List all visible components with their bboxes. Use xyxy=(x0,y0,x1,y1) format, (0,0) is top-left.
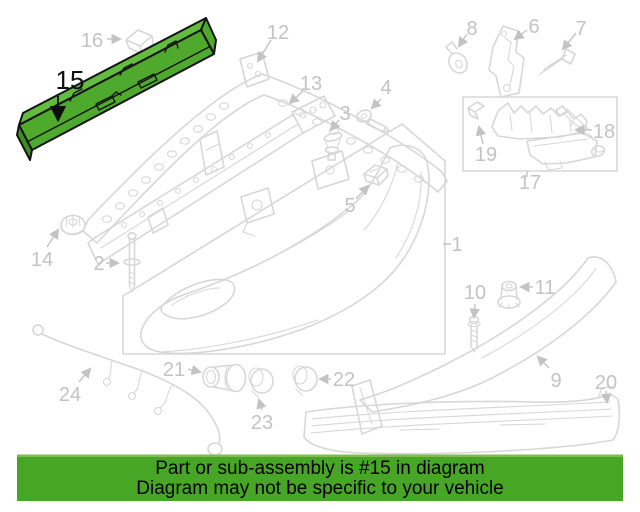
svg-text:23: 23 xyxy=(251,412,273,434)
diagram-line-art xyxy=(16,17,621,456)
part-17-art xyxy=(467,101,606,171)
svg-text:3: 3 xyxy=(339,103,350,125)
svg-text:17: 17 xyxy=(519,172,541,194)
svg-text:2: 2 xyxy=(93,253,104,275)
callout-13: 13 xyxy=(288,73,322,105)
part-6-art xyxy=(488,25,525,98)
banner-line2: Diagram may not be specific to your vehi… xyxy=(136,478,504,499)
svg-text:9: 9 xyxy=(550,370,561,392)
svg-text:24: 24 xyxy=(59,384,81,406)
part-4-art xyxy=(356,109,390,133)
part-7-art xyxy=(538,48,576,76)
banner-line1: Part or sub-assembly is #15 in diagram xyxy=(155,458,484,479)
svg-text:10: 10 xyxy=(464,282,486,304)
svg-text:11: 11 xyxy=(535,277,556,299)
callout-7: 7 xyxy=(561,18,587,51)
part-1-art xyxy=(140,144,430,355)
svg-text:19: 19 xyxy=(475,144,497,166)
svg-text:6: 6 xyxy=(528,16,539,38)
svg-text:13: 13 xyxy=(300,73,322,95)
part-17-box xyxy=(462,96,618,172)
part-3-art xyxy=(323,132,343,161)
part-23-art xyxy=(248,367,274,398)
svg-text:22: 22 xyxy=(333,369,355,391)
part-14-art xyxy=(60,214,86,236)
part-2-art xyxy=(123,232,141,293)
part-22-art xyxy=(292,365,318,396)
svg-text:8: 8 xyxy=(466,18,477,40)
part-8-art xyxy=(445,41,468,74)
svg-text:14: 14 xyxy=(31,249,53,271)
callout-23: 23 xyxy=(251,397,273,434)
callout-12: 12 xyxy=(256,22,289,63)
callout-15: 15 xyxy=(49,65,85,123)
callout-4: 4 xyxy=(370,77,392,110)
callout-2: 2 xyxy=(93,253,121,275)
callout-21: 21 xyxy=(163,359,203,381)
callout-3: 3 xyxy=(329,103,351,132)
callout-18: 18 xyxy=(573,121,615,143)
callout-19: 19 xyxy=(475,124,497,166)
callout-9: 9 xyxy=(536,355,562,392)
part-20-art xyxy=(303,385,621,455)
callout-11: 11 xyxy=(518,277,556,299)
part-5-art xyxy=(363,164,389,186)
part-12-art xyxy=(82,51,448,244)
callout-8: 8 xyxy=(457,18,478,48)
callout-5: 5 xyxy=(344,184,370,217)
callout-10: 10 xyxy=(464,282,486,320)
svg-text:5: 5 xyxy=(344,195,355,217)
callout-16: 16 xyxy=(81,30,123,52)
svg-text:12: 12 xyxy=(267,22,289,44)
callout-22: 22 xyxy=(317,369,355,391)
part-21-art xyxy=(202,363,247,393)
svg-text:1: 1 xyxy=(451,234,462,256)
callout-14: 14 xyxy=(31,228,60,271)
callout-24: 24 xyxy=(59,367,92,406)
banner-top-edge xyxy=(17,454,623,457)
svg-text:18: 18 xyxy=(593,121,615,143)
part-13-art xyxy=(87,95,336,265)
svg-text:21: 21 xyxy=(163,359,185,381)
callout-20: 20 xyxy=(595,372,617,405)
part-15-art xyxy=(16,17,217,161)
svg-text:7: 7 xyxy=(575,18,586,40)
banner-background xyxy=(17,457,623,501)
part-1-box xyxy=(122,123,446,355)
highlight-banner: Part or sub-assembly is #15 in diagram D… xyxy=(17,454,623,501)
part-11-art xyxy=(497,280,521,310)
callout-17: 17 xyxy=(519,171,541,194)
callouts: 1 2 3 4 5 6 7 8 xyxy=(31,16,617,434)
svg-text:4: 4 xyxy=(380,77,391,99)
svg-text:20: 20 xyxy=(595,372,617,394)
callout-6: 6 xyxy=(513,16,540,41)
callout-1: 1 xyxy=(443,234,463,256)
part-9-art xyxy=(351,256,617,435)
svg-text:15: 15 xyxy=(56,65,85,95)
svg-text:16: 16 xyxy=(81,30,103,52)
